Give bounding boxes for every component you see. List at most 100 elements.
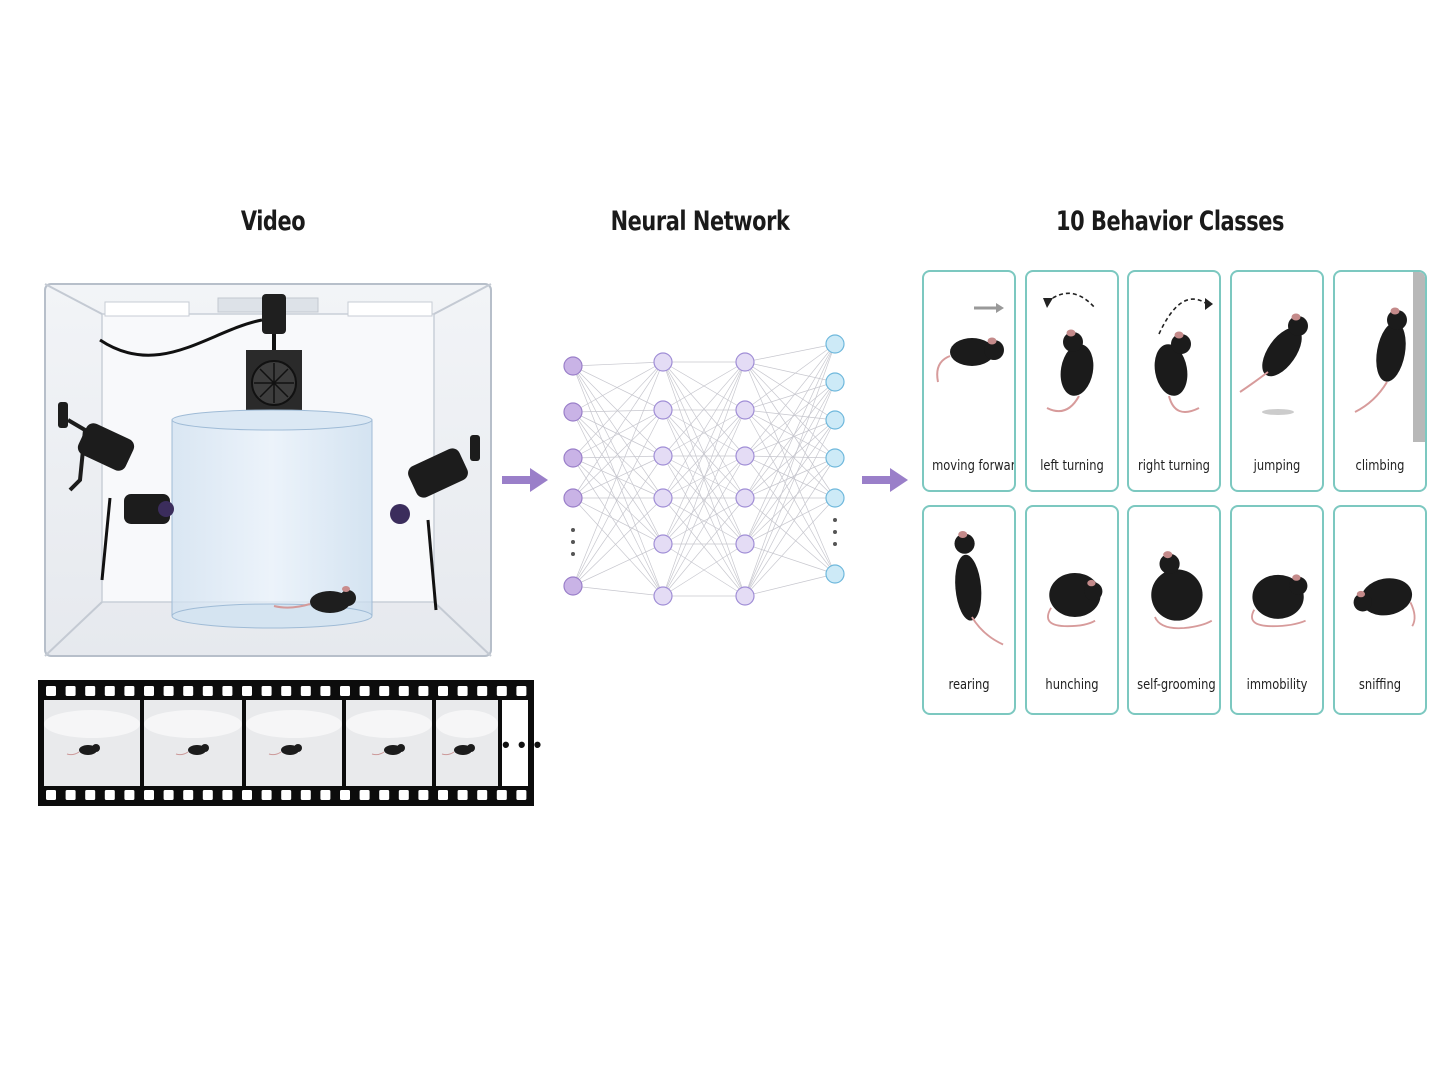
- input-node: [563, 402, 583, 422]
- network-connection: [572, 585, 664, 597]
- mouse-sniffing-icon: [1353, 578, 1416, 627]
- network-connection: [744, 497, 836, 597]
- network-connection: [662, 497, 746, 597]
- network-connection: [744, 343, 836, 363]
- film-more-frames-ellipsis: • • •: [502, 732, 543, 757]
- film-perforation: [104, 790, 115, 800]
- behavior-card: immobility: [1230, 505, 1324, 715]
- hidden-node: [735, 446, 755, 466]
- film-perforation: [281, 790, 292, 800]
- network-connection: [744, 457, 836, 499]
- film-perforation: [340, 686, 350, 696]
- hidden-node: [653, 446, 673, 466]
- mouse-climbing-icon: [1354, 272, 1425, 442]
- hidden-node: [735, 586, 755, 606]
- film-perforation: [398, 686, 409, 696]
- film-perforation: [320, 686, 331, 696]
- input-node: [563, 356, 583, 376]
- film-perforation: [144, 790, 154, 800]
- film-perforation: [46, 790, 56, 800]
- film-perforation: [496, 686, 507, 696]
- network-connection: [572, 543, 664, 587]
- network-connection: [744, 455, 836, 575]
- network-connection: [572, 457, 664, 597]
- behavior-card: self-grooming: [1127, 505, 1221, 715]
- ellipsis-dot: [833, 518, 837, 522]
- network-connection: [744, 497, 836, 575]
- film-perforation: [477, 686, 488, 696]
- mouse-left-turning-icon: [1043, 292, 1096, 412]
- network-connection: [744, 457, 836, 545]
- film-perforation: [222, 790, 233, 800]
- network-connection: [744, 497, 836, 545]
- neural-network-diagram: [563, 334, 845, 606]
- hidden-node: [653, 534, 673, 554]
- network-connection: [744, 457, 836, 597]
- film-perforation: [85, 686, 96, 696]
- film-perforation: [85, 790, 96, 800]
- recording-arena-illustration: [44, 283, 492, 657]
- network-connection: [744, 419, 836, 499]
- ellipsis-dot: [833, 542, 837, 546]
- behavior-card: right turning: [1127, 270, 1221, 492]
- film-perforation: [340, 790, 350, 800]
- network-connection: [744, 343, 836, 597]
- mouse-right-turning-icon: [1154, 298, 1213, 413]
- film-perforation: [438, 686, 448, 696]
- network-connection: [744, 361, 836, 499]
- network-connection: [744, 455, 836, 459]
- film-perforation: [359, 686, 370, 696]
- behavior-card: left turning: [1025, 270, 1119, 492]
- film-perforation: [477, 790, 488, 800]
- network-connection: [744, 419, 836, 545]
- film-frame: [144, 700, 242, 786]
- network-connection: [744, 381, 836, 457]
- network-connection: [572, 409, 664, 413]
- network-connection: [662, 361, 746, 457]
- video-section-title: Video: [240, 206, 306, 237]
- network-connection: [572, 361, 664, 459]
- film-perforation: [104, 686, 115, 696]
- network-connection: [572, 365, 664, 597]
- film-perforation: [124, 790, 135, 800]
- film-perforation: [516, 790, 527, 800]
- behavior-label: immobility: [1246, 677, 1308, 693]
- network-connection: [662, 409, 746, 499]
- network-connection: [572, 411, 664, 597]
- network-connection: [662, 409, 746, 545]
- network-connection: [744, 361, 836, 575]
- mouse-rearing-icon: [954, 530, 1004, 646]
- film-frame: [246, 700, 342, 786]
- network-connection: [744, 543, 836, 575]
- behavior-label: climbing: [1355, 458, 1405, 474]
- film-frame: [436, 700, 498, 786]
- network-connection: [744, 573, 836, 597]
- behavior-label: jumping: [1253, 458, 1301, 474]
- network-connection: [744, 343, 836, 545]
- behavior-card: moving forward: [922, 270, 1016, 492]
- behavior-card: jumping: [1230, 270, 1324, 492]
- film-perforation: [281, 686, 292, 696]
- network-connection: [572, 365, 664, 499]
- network-connection: [572, 497, 664, 587]
- behavior-label: self-grooming: [1137, 677, 1216, 693]
- network-connection: [662, 455, 746, 597]
- network-connection: [572, 455, 664, 587]
- film-perforation: [46, 686, 56, 696]
- behavior-card: sniffing: [1333, 505, 1427, 715]
- network-connection: [572, 497, 664, 597]
- film-perforation: [163, 790, 174, 800]
- film-perforation: [163, 686, 174, 696]
- network-connection: [572, 457, 664, 545]
- neural-network-section-title: Neural Network: [610, 206, 790, 237]
- film-perforation: [438, 790, 448, 800]
- network-connection: [744, 409, 836, 499]
- film-perforation: [359, 790, 370, 800]
- output-node: [825, 410, 845, 430]
- behavior-card: hunching: [1025, 505, 1119, 715]
- mouse-immobility-icon: [1251, 574, 1308, 628]
- film-perforation: [144, 686, 154, 696]
- film-perforation: [65, 790, 76, 800]
- film-perforation: [496, 790, 507, 800]
- network-connection: [572, 409, 664, 587]
